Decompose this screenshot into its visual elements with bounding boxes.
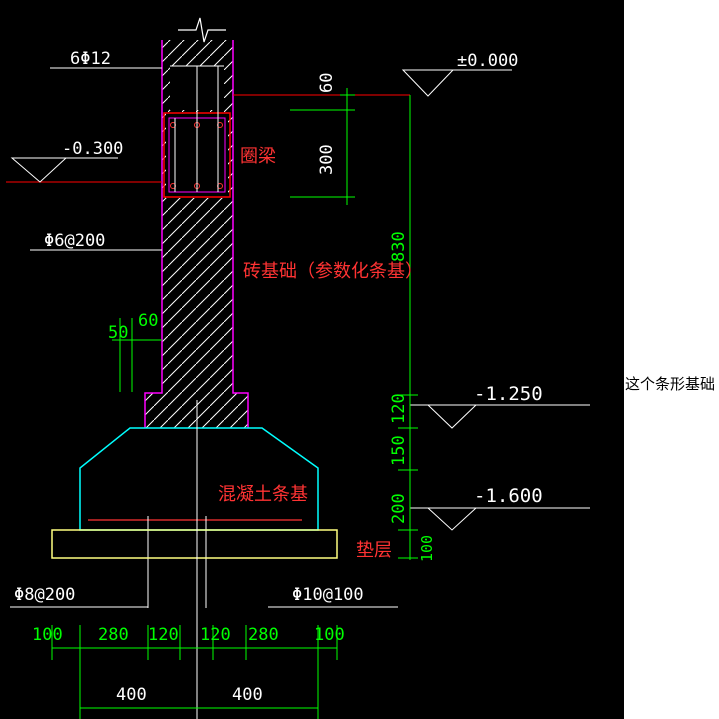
dim-bottom-0: 100	[32, 625, 63, 645]
dim-bottom-1: 280	[98, 625, 129, 645]
foundation-section-drawing: 6Φ12 Φ6@200 Φ8@200 Φ10@100 ±0.000 -0.300…	[6, 17, 590, 719]
bottom-rebar-left-label: Φ8@200	[14, 585, 75, 605]
bottom-rebar-right-label: Φ10@100	[292, 585, 364, 605]
cad-drawing-panel: 6Φ12 Φ6@200 Φ8@200 Φ10@100 ±0.000 -0.300…	[0, 0, 624, 719]
vertical-dimensions	[112, 88, 418, 560]
top-rebar-label: 6Φ12	[70, 49, 111, 69]
leader-lines	[10, 67, 398, 608]
dim-50: 50	[108, 323, 128, 343]
dim-60-step: 60	[138, 311, 158, 331]
ring-beam-label: 圈梁	[240, 146, 276, 167]
dim-100-v: 100	[418, 535, 436, 562]
dim-bottom-2: 120	[148, 625, 179, 645]
cushion-layer	[51, 529, 338, 559]
concrete-footing-label: 混凝土条基	[218, 484, 308, 505]
elevation-footing-bottom-label: -1.600	[474, 485, 543, 507]
dim-400-right: 400	[232, 685, 263, 705]
dim-300: 300	[317, 144, 337, 175]
concrete-footing	[79, 427, 319, 531]
horizontal-dimensions	[51, 625, 338, 719]
brick-foundation-label: 砖基础（参数化条基）	[243, 261, 423, 282]
dim-150: 150	[389, 435, 409, 466]
dim-120: 120	[389, 393, 409, 424]
elevation-marks	[10, 69, 590, 531]
stirrup-label: Φ6@200	[44, 231, 105, 251]
cushion-label: 垫层	[356, 540, 392, 561]
elevation-beam-label: -0.300	[62, 139, 123, 159]
elevation-brick-bottom-label: -1.250	[474, 383, 543, 405]
elevation-top-label: ±0.000	[457, 51, 518, 71]
dim-bottom-4: 280	[248, 625, 279, 645]
ring-beam	[163, 65, 231, 198]
dim-bottom-5: 100	[314, 625, 345, 645]
dim-400-left: 400	[116, 685, 147, 705]
break-line-icon	[178, 17, 226, 43]
side-caption: 这个条形基础	[625, 375, 716, 393]
dim-200: 200	[389, 493, 409, 524]
dim-bottom-3: 120	[200, 625, 231, 645]
dim-60: 60	[317, 73, 337, 93]
dim-830: 830	[389, 231, 409, 262]
